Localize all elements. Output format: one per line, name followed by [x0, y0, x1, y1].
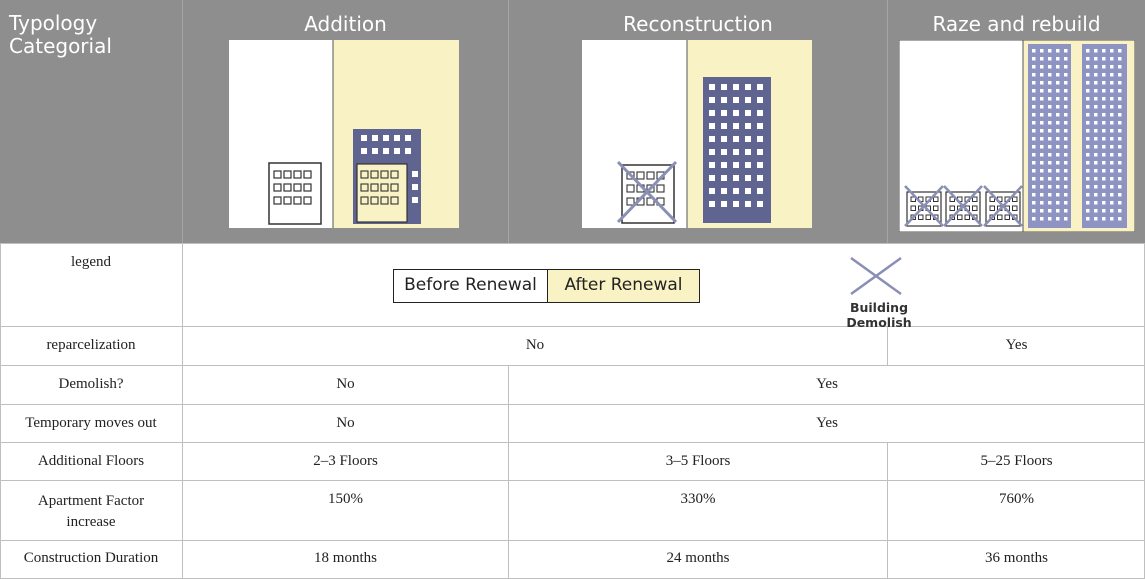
addition-illustration — [229, 40, 459, 228]
duration-addition: 18 months — [314, 550, 377, 566]
typology-header: Typology Categorial — [9, 12, 112, 58]
duration-raze: 36 months — [985, 550, 1048, 566]
new-towers-icon — [1028, 44, 1127, 228]
demolish-yes: Yes — [816, 376, 838, 392]
factor-addition: 150% — [328, 491, 363, 507]
reconstruction-illustration — [582, 40, 812, 228]
row-label-factor-line-2: increase — [66, 514, 116, 530]
demolish-no: No — [336, 376, 355, 392]
demolish-x-icon — [849, 256, 903, 296]
column-title-reconstruction: Reconstruction — [623, 12, 773, 36]
floors-reconstruction: 3–5 Floors — [665, 453, 731, 469]
row-label-factor-line-1: Apartment Factor — [37, 493, 145, 509]
typology-line-1: Typology — [9, 11, 98, 35]
row-label-demolish: Demolish? — [58, 376, 124, 392]
typology-line-2: Categorial — [9, 34, 112, 58]
row-label-temporary: Temporary moves out — [25, 415, 157, 431]
after-building-icon — [353, 129, 421, 224]
temporary-yes: Yes — [816, 415, 838, 431]
legend-after-renewal: After Renewal — [547, 269, 700, 303]
row-label-reparcelization: reparcelization — [46, 337, 136, 353]
legend-label: legend — [71, 254, 111, 270]
column-title-addition: Addition — [304, 12, 387, 36]
before-building-icon — [268, 162, 322, 225]
factor-raze: 760% — [999, 491, 1034, 507]
legend-before-renewal: Before Renewal — [393, 269, 548, 303]
demolished-building-icon — [616, 160, 678, 224]
new-building-icon — [703, 77, 771, 223]
legend-building-demolish: Building Demolish — [846, 300, 912, 330]
row-label-floors: Additional Floors — [37, 453, 145, 469]
factor-reconstruction: 330% — [680, 491, 716, 507]
row-label-factor: Apartment Factor increase — [0, 491, 182, 533]
floors-addition: 2–3 Floors — [313, 453, 378, 469]
duration-reconstruction: 24 months — [666, 550, 730, 566]
column-title-raze: Raze and rebuild — [932, 12, 1101, 36]
raze-illustration — [899, 40, 1135, 232]
reparcelization-no: No — [525, 337, 545, 353]
reparcelization-yes: Yes — [1005, 337, 1028, 353]
floors-raze: 5–25 Floors — [980, 453, 1053, 469]
temporary-no: No — [336, 415, 355, 431]
row-label-duration: Construction Duration — [23, 550, 159, 566]
demolished-small-buildings-icon — [904, 185, 1023, 227]
